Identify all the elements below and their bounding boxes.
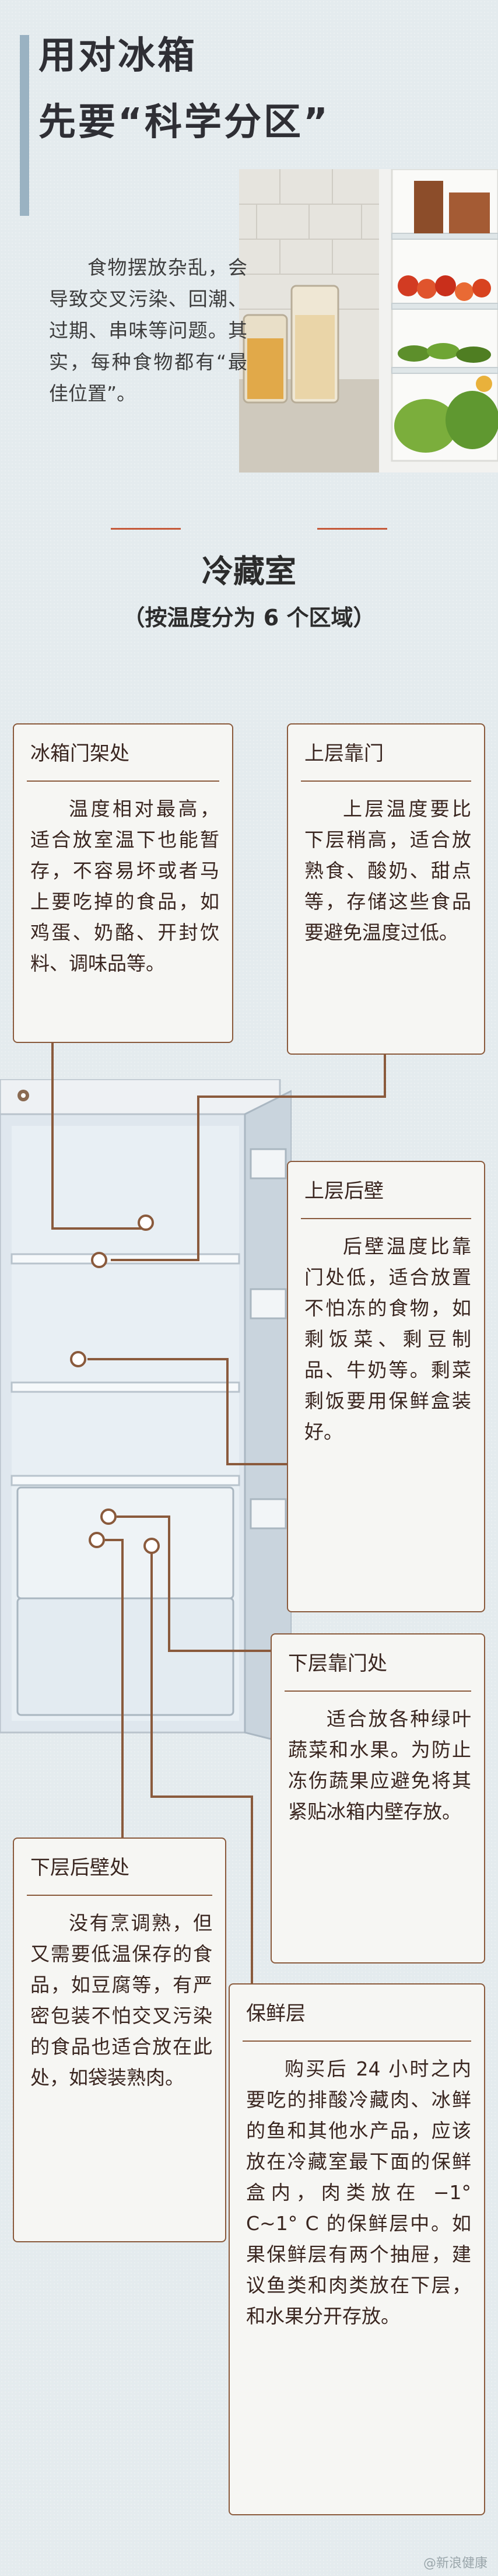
zone-card-door-rack: 冰箱门架处 温度相对最高，适合放室温下也能暂存，不容易坏或者马上要吃掉的食品，如… [13,723,233,1043]
title-divider-left [111,528,181,530]
watermark: @新浪健康 [423,2556,488,2571]
zone-card-lower-door: 下层靠门处 适合放各种绿叶蔬菜和水果。为防止冻伤蔬果应避免将其紧贴冰箱内壁存放。 [271,1633,485,1964]
zone-title: 下层靠门处 [288,1652,387,1675]
page-title-line-2: 先要“科学分区” [38,101,331,144]
title-accent-bar [20,35,29,216]
title-divider-right [317,528,387,530]
zone-card-crisper: 保鲜层 购买后 24 小时之内要吃的排酸冷藏肉、冰鲜的鱼和其他水产品，应该放在冷… [229,1983,485,2515]
zone-title: 冰箱门架处 [30,742,129,765]
card-divider [27,1895,212,1896]
zone-text: 后壁温度比靠门处低，适合放置不怕冻的食物，如剩饭菜、剩豆制品、牛奶等。剩菜剩饭要… [304,1235,471,1443]
card-divider [301,1218,471,1219]
zone-text: 购买后 24 小时之内要吃的排酸冷藏肉、冰鲜的鱼和其他水产品，应该放在冷藏室最下… [246,2057,471,2328]
zone-title: 上层靠门 [304,742,384,765]
section-subtitle: （按温度分为 6 个区域） [122,605,376,631]
zone-title: 上层后壁 [304,1180,384,1203]
zone-title: 下层后壁处 [30,1856,129,1880]
intro-paragraph: 食物摆放杂乱，会导致交叉污染、回潮、过期、串味等问题。其实，每种食物都有“最佳位… [49,256,247,405]
zone-text: 温度相对最高，适合放室温下也能暂存，不容易坏或者马上要吃掉的食品，如鸡蛋、奶酪、… [30,797,219,975]
fridge-photo [239,169,498,473]
zone-text: 上层温度要比下层稍高，适合放熟食、酸奶、甜点等，存储这些食品要避免温度过低。 [304,797,471,944]
zone-text: 适合放各种绿叶蔬菜和水果。为防止冻伤蔬果应避免将其紧贴冰箱内壁存放。 [288,1707,471,1823]
card-divider [285,1690,471,1692]
zone-card-upper-back: 上层后壁 后壁温度比靠门处低，适合放置不怕冻的食物，如剩饭菜、剩豆制品、牛奶等。… [287,1161,485,1612]
fridge-illustration [0,1078,293,1745]
zone-card-upper-door: 上层靠门 上层温度要比下层稍高，适合放熟食、酸奶、甜点等，存储这些食品要避免温度… [287,723,485,1055]
zone-title: 保鲜层 [246,2002,306,2025]
card-divider [243,2041,471,2042]
card-divider [27,780,219,782]
zone-card-lower-back: 下层后壁处 没有烹调熟，但又需要低温保存的食品，如豆腐等，有严密包装不怕交叉污染… [13,1838,226,2242]
card-divider [301,780,471,782]
zone-text: 没有烹调熟，但又需要低温保存的食品，如豆腐等，有严密包装不怕交叉污染的食品也适合… [30,1912,212,2089]
page-title-line-1: 用对冰箱 [38,34,197,78]
section-title: 冷藏室 [202,553,296,590]
